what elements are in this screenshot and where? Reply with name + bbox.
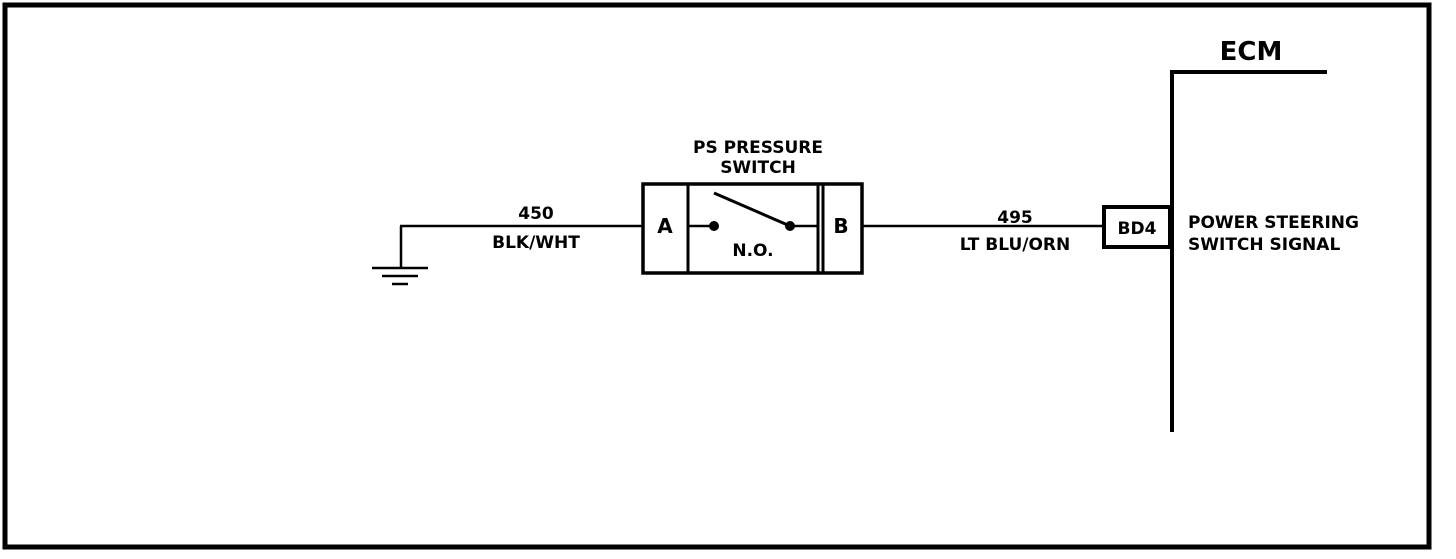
ps-pressure-switch bbox=[641, 182, 864, 275]
wire-450-circuit: 450 bbox=[518, 204, 554, 224]
diagram-border bbox=[2, 2, 1432, 550]
ecm-title: ECM bbox=[1220, 37, 1283, 67]
ecm-signal-line2: SWITCH SIGNAL bbox=[1188, 235, 1340, 255]
contact-a-dot bbox=[709, 221, 719, 231]
pin-a-label: A bbox=[657, 214, 673, 238]
wire-495-circuit: 495 bbox=[997, 208, 1033, 228]
ground-icon bbox=[372, 226, 428, 286]
switch-title-line2: SWITCH bbox=[720, 158, 796, 178]
wire-495-color: LT BLU/ORN bbox=[960, 235, 1071, 255]
ecm-signal-line1: POWER STEERING bbox=[1188, 213, 1359, 233]
wire-450-color: BLK/WHT bbox=[492, 233, 580, 253]
switch-blade bbox=[713, 191, 791, 228]
pin-b-label: B bbox=[833, 214, 848, 238]
contact-state-label: N.O. bbox=[732, 241, 773, 261]
switch-title-line1: PS PRESSURE bbox=[693, 138, 823, 158]
ecm-terminal-box bbox=[1102, 205, 1172, 249]
ecm-terminal-label: BD4 bbox=[1118, 219, 1157, 239]
ecm-outline bbox=[1170, 70, 1327, 432]
